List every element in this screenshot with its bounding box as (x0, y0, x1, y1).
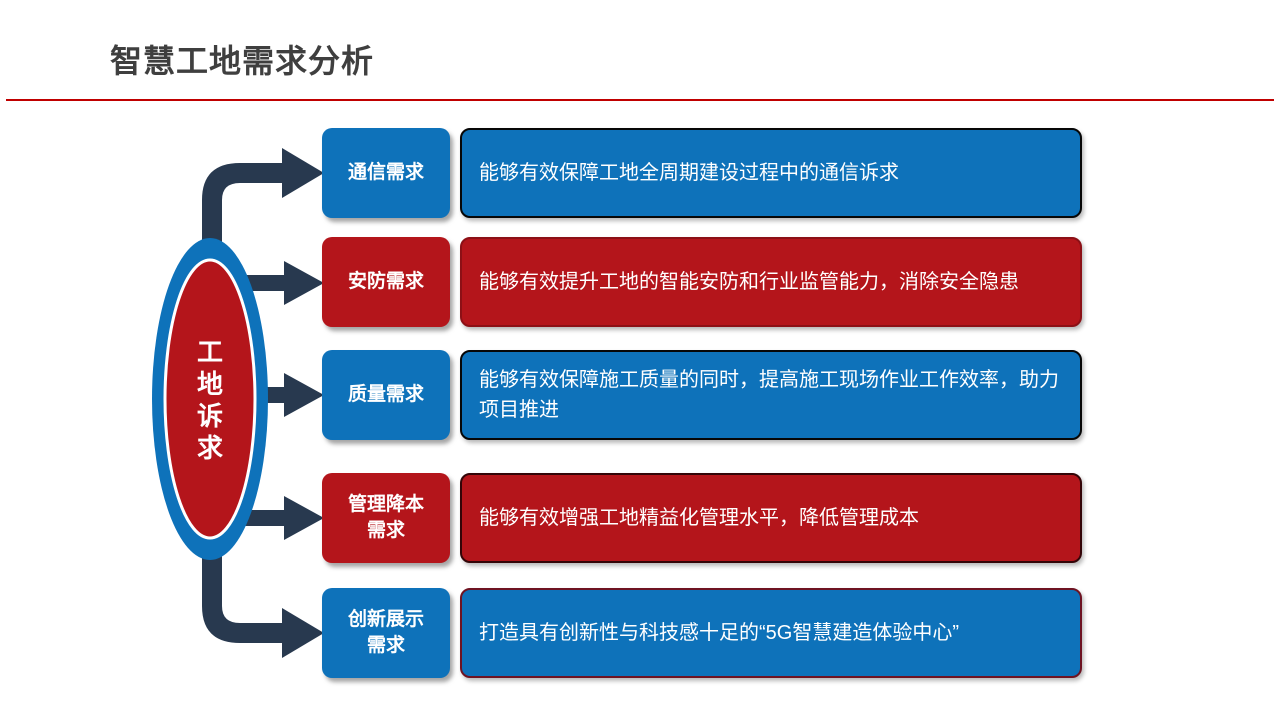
need-label-box: 创新展示需求 (322, 588, 450, 678)
arrow-elbow-row1 (202, 163, 284, 270)
arrowhead-row5 (282, 608, 324, 658)
need-row-security: 安防需求 能够有效提升工地的智能安防和行业监管能力，消除安全隐患 (0, 237, 1280, 327)
hub-ellipse-inner (163, 258, 257, 540)
need-desc: 能够有效提升工地的智能安防和行业监管能力，消除安全隐患 (479, 271, 1019, 293)
need-label: 质量需求 (347, 384, 424, 405)
need-row-communication: 通信需求 能够有效保障工地全周期建设过程中的通信诉求 (0, 128, 1280, 218)
need-row-quality: 质量需求 能够有效保障施工质量的同时，提高施工现场作业工作效率，助力项目推进 (0, 350, 1280, 440)
hub-label: 工地诉求 (196, 337, 223, 463)
arrowhead-row1 (282, 148, 324, 198)
arrow-shaft-row4 (244, 510, 288, 526)
connector-arrows (202, 148, 324, 658)
arrowhead-row3 (284, 373, 324, 417)
need-row-management-cost: 管理降本需求 能够有效增强工地精益化管理水平，降低管理成本 (0, 473, 1280, 563)
need-label-box: 通信需求 (322, 128, 450, 218)
need-desc-box: 能够有效保障工地全周期建设过程中的通信诉求 (460, 128, 1082, 218)
need-desc-box: 能够有效增强工地精益化管理水平，降低管理成本 (460, 473, 1082, 563)
need-label-box: 安防需求 (322, 237, 450, 327)
need-label: 通信需求 (347, 162, 424, 183)
need-desc: 能够有效保障施工质量的同时，提高施工现场作业工作效率，助力项目推进 (479, 369, 1059, 421)
need-desc-box: 打造具有创新性与科技感十足的“5G智慧建造体验中心” (460, 588, 1082, 678)
page-title: 智慧工地需求分析 (110, 43, 375, 79)
need-label: 创新展示需求 (347, 609, 424, 656)
need-label-box: 质量需求 (322, 350, 450, 440)
title-divider-line (6, 99, 1274, 101)
hub-ellipse (152, 238, 268, 560)
need-label-box: 管理降本需求 (322, 473, 450, 563)
need-row-innovation-display: 创新展示需求 打造具有创新性与科技感十足的“5G智慧建造体验中心” (0, 588, 1280, 678)
need-label: 安防需求 (347, 271, 424, 292)
arrow-elbow-row5 (202, 528, 284, 643)
need-label: 管理降本需求 (347, 494, 424, 541)
need-desc-box: 能够有效保障施工质量的同时，提高施工现场作业工作效率，助力项目推进 (460, 350, 1082, 440)
need-desc: 能够有效保障工地全周期建设过程中的通信诉求 (479, 162, 899, 184)
need-desc-box: 能够有效提升工地的智能安防和行业监管能力，消除安全隐患 (460, 237, 1082, 327)
arrowhead-row4 (284, 496, 324, 540)
arrowhead-row2 (284, 261, 324, 305)
need-desc: 能够有效增强工地精益化管理水平，降低管理成本 (479, 507, 919, 529)
arrow-shaft-row2 (244, 275, 288, 291)
need-desc: 打造具有创新性与科技感十足的“5G智慧建造体验中心” (479, 622, 959, 644)
